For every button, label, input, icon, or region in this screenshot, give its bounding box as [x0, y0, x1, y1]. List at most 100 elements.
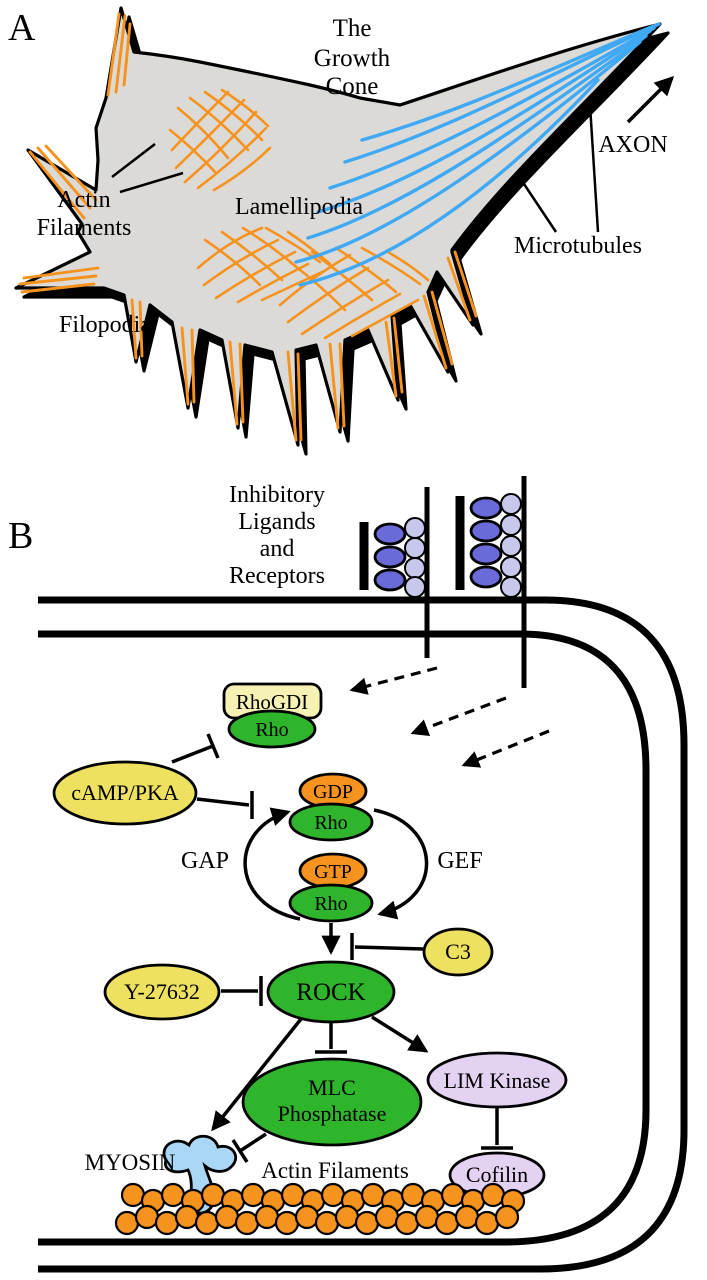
ligand-oval [469, 519, 503, 543]
receptor-bead [404, 517, 426, 539]
panel-a-tag: A [8, 7, 36, 49]
actin-bead [320, 1182, 346, 1208]
actin-bead [120, 1182, 146, 1208]
y27632-inhibit-tbar [221, 976, 263, 1006]
actin-bead [114, 1210, 140, 1236]
actin-bead [200, 1182, 226, 1208]
actin-bead [160, 1182, 186, 1208]
lim-kinase-label: LIM Kinase [444, 1068, 551, 1093]
rho-gdi-bound-ellipse [227, 709, 317, 749]
myosin-blob [162, 1134, 237, 1215]
actin-bead [154, 1210, 180, 1236]
cofilin-node: Cofilin [448, 1151, 546, 1199]
actin-bead [134, 1204, 160, 1230]
membrane-outer [38, 596, 688, 1273]
ligand-oval [373, 545, 407, 569]
cofilin-label: Cofilin [466, 1162, 528, 1187]
mlc-phosphatase-node: MLC Phosphatase [241, 1057, 423, 1147]
actin-filament-beads [114, 1182, 526, 1236]
lim-kinase-ellipse [426, 1051, 568, 1109]
receptor-caption-line2: Ligands [238, 509, 315, 535]
gef-arc-arrow [373, 808, 429, 920]
rho-gdp-node: GDP Rho [288, 772, 374, 842]
gdp-label: GDP [313, 781, 353, 803]
growth-cone-title-line2: Growth [314, 45, 391, 72]
actin-bead [454, 1204, 480, 1230]
actin-bead [214, 1204, 240, 1230]
c3-node: C3 [422, 927, 494, 977]
rho-gtp-node: GTP Rho [288, 852, 374, 923]
actin-filaments-label-line2: Filaments [37, 215, 132, 241]
actin-mesh-upper [168, 88, 272, 192]
actin-mesh-middle [196, 226, 332, 304]
rock-label: ROCK [296, 979, 365, 1006]
receptor-bead [404, 557, 426, 579]
gap-label: GAP [181, 848, 229, 874]
lamellipodia-label: Lamellipodia [235, 194, 363, 220]
rho-gtp-ellipse [288, 883, 374, 923]
actin-bead [414, 1204, 440, 1230]
receptor-complex-1 [359, 487, 430, 658]
axon-arrow [626, 75, 675, 124]
actin-bead [394, 1210, 420, 1236]
mlcp-inhibit-myosin-tbar [231, 1132, 267, 1163]
gef-label: GEF [437, 848, 482, 874]
actin-filaments-label-line1: Actin [57, 187, 110, 213]
c3-label: C3 [445, 939, 471, 964]
rock-inhibit-mlcp-tbar [315, 1023, 347, 1054]
receptor-bead [500, 514, 522, 536]
camp-pka-node: cAMP/PKA [52, 760, 198, 826]
camp-pka-label: cAMP/PKA [71, 780, 179, 805]
camp-pka-ellipse [52, 760, 198, 826]
actin-bead [494, 1204, 520, 1230]
rock-to-limk-arrow [371, 1015, 429, 1053]
actin-bead [354, 1210, 380, 1236]
actin-bead [480, 1182, 506, 1208]
actin-mesh-lower [278, 246, 430, 340]
actin-bead [194, 1210, 220, 1236]
actin-bead [360, 1182, 386, 1208]
actin-bead [174, 1204, 200, 1230]
receptor-caption-line1: Inhibitory [229, 482, 325, 508]
actin-bead [334, 1204, 360, 1230]
receptor-bead [500, 576, 522, 598]
actin-bead [434, 1210, 460, 1236]
actin-bead [280, 1182, 306, 1208]
axon-label: AXON [598, 132, 667, 158]
y27632-ellipse [103, 963, 221, 1021]
microtubules-pointer-lines [514, 104, 600, 233]
panel-b: B Inhibitory Ligands and Receptors [8, 476, 688, 1273]
ligand-oval [469, 542, 503, 566]
mlc-phosphatase-ellipse [241, 1057, 423, 1147]
ligand-oval [373, 522, 407, 546]
myosin-label: MYOSIN [85, 1150, 176, 1175]
actin-bead [400, 1182, 426, 1208]
rho-gdp-ellipse [288, 802, 374, 842]
lim-kinase-node: LIM Kinase [426, 1051, 568, 1109]
rho-gtp-label: Rho [314, 893, 347, 915]
gtp-label: GTP [314, 861, 352, 883]
receptor-bead [404, 576, 426, 598]
filopodia-label: Filopodia [59, 312, 151, 338]
mlc-phosphatase-label-line1: MLC [308, 1075, 356, 1100]
actin-bead [254, 1204, 280, 1230]
c3-ellipse [422, 927, 494, 977]
microtubules-label: Microtubules [514, 233, 642, 259]
filopodia-actin-bundles [18, 12, 478, 442]
ligand-oval [469, 565, 503, 589]
actin-bead [294, 1204, 320, 1230]
receptor-caption-line4: Receptors [229, 563, 325, 589]
signal-dashed-arrow-1 [349, 666, 438, 695]
rock-node: ROCK [266, 960, 396, 1024]
actin-bead [314, 1210, 340, 1236]
rock-ellipse [266, 960, 396, 1024]
receptor-bead [404, 537, 426, 559]
ligand-oval [469, 496, 503, 520]
rock-to-myosin-arrow [211, 1017, 303, 1132]
panel-a: A [8, 6, 675, 456]
membrane-inner [38, 630, 650, 1246]
receptor-bead [500, 535, 522, 557]
receptor-complex-2 [455, 476, 527, 688]
